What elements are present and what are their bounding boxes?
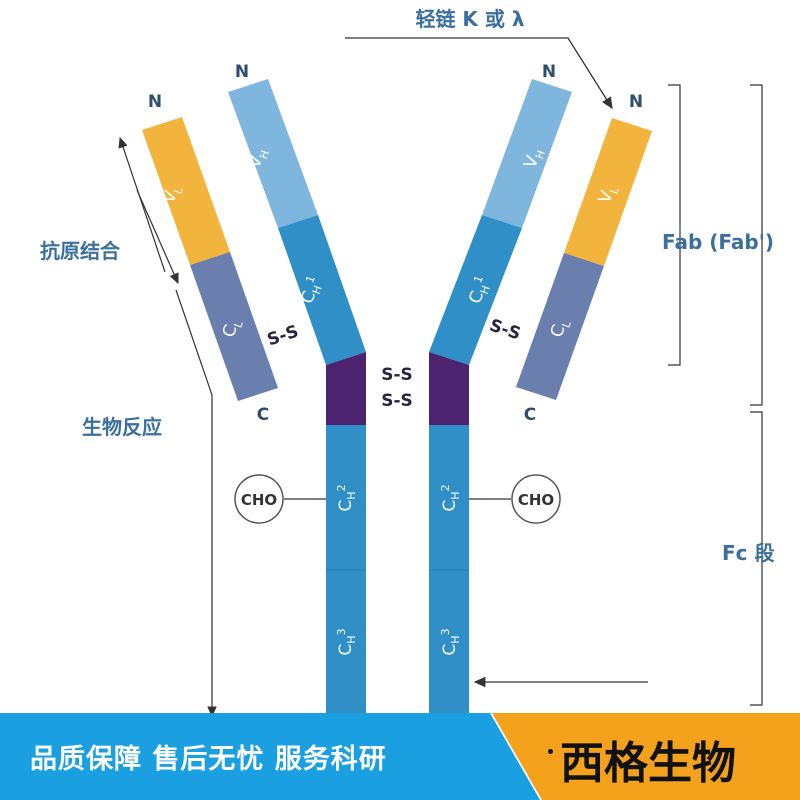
ch1-domain-right — [429, 215, 522, 365]
heavy-chain-right — [429, 79, 572, 720]
antigen-binding-arrow — [118, 136, 166, 273]
light-chain-left — [142, 117, 278, 401]
fab-bracket — [668, 84, 681, 366]
cho-label-right: CHO — [518, 491, 554, 509]
biological-response-label: 生物反应 — [82, 415, 162, 439]
biological-response-line — [175, 289, 213, 396]
terminal-labels: N N N N C C — [148, 62, 643, 425]
antigen-binding-arrow-lower — [136, 189, 179, 285]
light-chain-right — [516, 118, 652, 400]
vl-label-left: VL — [159, 182, 186, 207]
vh-domain-right — [482, 79, 572, 228]
carbohydrate-right: CHO — [469, 474, 561, 524]
vl-label-right: VL — [595, 182, 622, 207]
cl-domain-left — [190, 252, 278, 401]
banner-slogan-panel: 品质保障 售后无忧 服务科研 — [0, 713, 540, 800]
vh-domain-left — [228, 79, 318, 228]
ch3-label-right: CH3 — [439, 628, 462, 655]
c-terminal-right: C — [524, 405, 536, 425]
fc-bracket — [750, 411, 763, 706]
n-terminal-vl-right: N — [629, 92, 643, 112]
antigen-binding-label: 抗原结合 — [40, 239, 121, 263]
cl-label-left: CL — [219, 316, 246, 341]
disulfide-bonds: S-S S-S S-S S-S — [265, 316, 523, 411]
cl-domain-right — [516, 253, 604, 400]
ch2-label-right: CH2 — [439, 484, 462, 511]
ch2-domain-left — [326, 425, 366, 570]
cho-circle-left — [234, 474, 284, 524]
heavy-chain-left — [228, 79, 366, 720]
annotations — [118, 37, 763, 718]
ss-bond-hinge-top: S-S — [381, 365, 413, 385]
domain-labels: VH CH1 CH2 CH3 VH CH1 CH2 CH3 VL CL VL C… — [159, 149, 622, 656]
ss-bond-light-left: S-S — [265, 322, 301, 351]
brand-name: 西格生物 — [560, 738, 736, 789]
ch1-label-left: CH1 — [296, 274, 327, 307]
light-chain-label: 轻链 K 或 λ — [415, 7, 524, 31]
ss-bond-light-right: S-S — [487, 316, 523, 345]
ch3-domain-left — [326, 570, 366, 720]
n-terminal-vl-left: N — [148, 92, 162, 112]
carbohydrate-left: CHO — [234, 474, 326, 524]
ch1-domain-left — [278, 215, 366, 365]
fab-label: Fab (Fab') — [662, 230, 774, 254]
n-terminal-vh-left: N — [235, 62, 249, 82]
n-terminal-vh-right: N — [542, 62, 556, 82]
light-chain-arrow — [345, 37, 613, 110]
hinge-right — [429, 352, 469, 425]
banner-slogan: 品质保障 售后无忧 服务科研 — [30, 744, 387, 775]
ch3-label-left: CH3 — [335, 628, 358, 655]
hinge-left — [326, 352, 366, 425]
cl-label-right: CL — [547, 316, 574, 341]
vl-domain-left — [142, 117, 230, 265]
fab-prime-bracket — [750, 84, 763, 406]
cho-label-left: CHO — [241, 491, 277, 509]
ch3-domain-right — [429, 570, 469, 720]
banner-brand-panel — [492, 713, 800, 800]
cho-circle-right — [511, 474, 561, 524]
c-terminal-left: C — [257, 405, 269, 425]
vl-domain-right — [564, 118, 652, 266]
ch2-domain-right — [429, 425, 469, 570]
fc-label: Fc 段 — [722, 541, 774, 565]
ch2-label-left: CH2 — [335, 484, 358, 511]
footer-banner: 品质保障 售后无忧 服务科研 西格生物 — [0, 713, 800, 800]
banner-dot — [548, 749, 553, 754]
ss-bond-hinge-bottom: S-S — [381, 391, 413, 411]
